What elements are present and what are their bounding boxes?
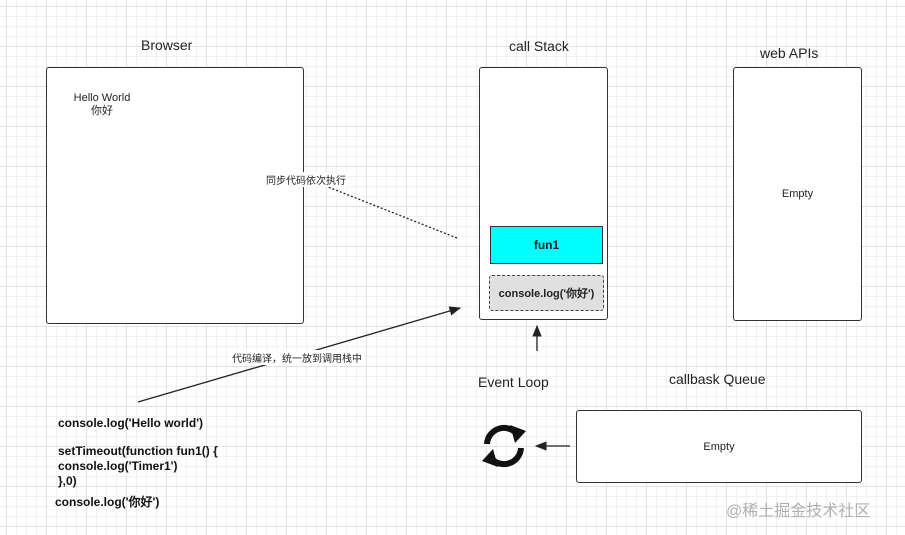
compile-label: 代码编译，统一放到调用栈中 [230,350,364,365]
stack-frame-console-log: console.log('你好') [489,275,604,311]
event-loop-title: Event Loop [478,374,549,390]
browser-output-line: 你好 [91,105,113,117]
web-apis-title: web APIs [760,45,819,61]
web-apis-panel: Empty [733,67,862,321]
code-line: setTimeout(function fun1() { [58,444,218,458]
code-line: console.log('你好') [55,495,160,509]
refresh-cycle-icon [482,424,526,468]
call-stack-title: call Stack [509,38,569,54]
code-line: console.log('Hello world') [58,416,204,430]
callback-queue-panel: Empty [576,410,862,483]
code-line: },0) [58,474,77,488]
stack-frame-fun1: fun1 [490,226,603,264]
browser-output: Hello World 你好 [72,92,132,118]
callback-queue-title: callbask Queue [669,371,766,387]
browser-panel [46,67,304,324]
watermark: @稀土掘金技术社区 [726,503,871,520]
browser-output-line: Hello World [73,92,131,104]
browser-title: Browser [141,37,193,53]
code-line: console.log('Timer1') [58,459,178,473]
sync-execution-label: 同步代码依次执行 [264,172,348,187]
